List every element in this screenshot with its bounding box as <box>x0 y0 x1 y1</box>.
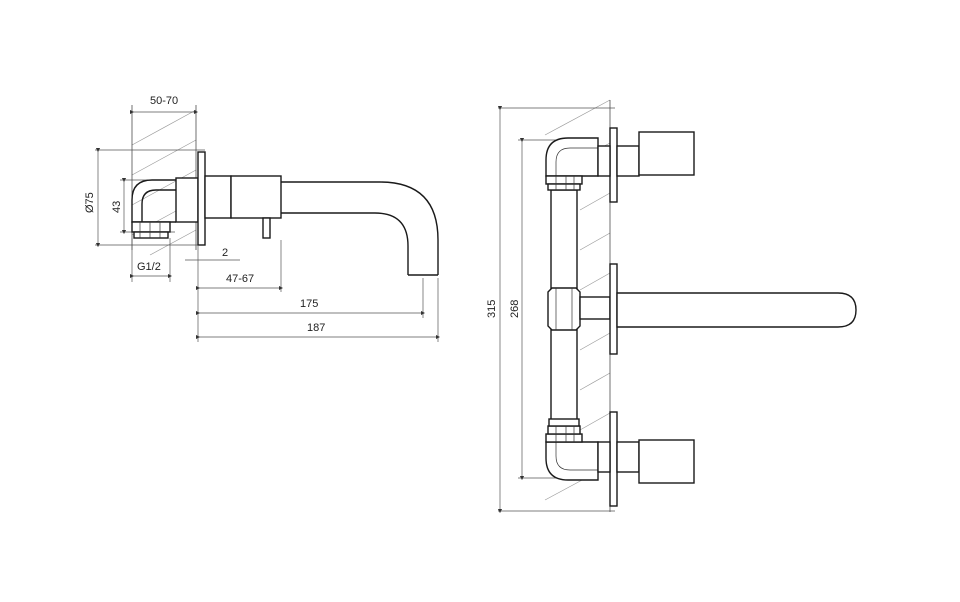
dim-total-reach: 187 <box>195 278 441 342</box>
dim-wall-depth-label: 50-70 <box>150 95 178 107</box>
front-handle-bottom <box>597 439 695 484</box>
front-center-nut <box>547 287 611 331</box>
dim-thread: G1/2 <box>129 238 173 282</box>
dim-gap-label: 2 <box>222 247 228 259</box>
side-elbow <box>131 177 199 239</box>
front-view: 315 268 <box>486 99 857 514</box>
front-flange-bottom <box>609 411 618 507</box>
dim-total-height: 315 <box>486 105 615 514</box>
front-handle-top <box>597 131 695 177</box>
front-bottom-elbow <box>545 418 599 481</box>
front-flange-top <box>609 127 618 203</box>
dim-gap: 2 <box>185 247 240 261</box>
dim-spout-reach: 175 <box>195 278 426 318</box>
dim-thread-label: G1/2 <box>137 261 161 273</box>
dim-diameter-label: Ø75 <box>84 192 96 213</box>
dim-spout-reach-label: 175 <box>300 298 318 310</box>
side-spout <box>204 175 439 276</box>
front-top-elbow <box>545 137 599 191</box>
dim-wall-depth: 50-70 <box>129 95 199 115</box>
front-flange-center <box>609 263 618 355</box>
dim-height-label: 43 <box>111 201 123 213</box>
side-view: 50-70 Ø75 43 <box>84 95 441 342</box>
dim-center-distance-label: 268 <box>509 300 521 318</box>
dim-total-reach-label: 187 <box>307 322 325 334</box>
side-flange <box>197 151 206 246</box>
dim-diameter: Ø75 <box>84 147 205 248</box>
dim-insertion-label: 47-67 <box>226 273 254 285</box>
front-spout <box>616 292 857 328</box>
dim-total-height-label: 315 <box>486 300 498 318</box>
dim-insertion: 47-67 <box>195 240 284 342</box>
